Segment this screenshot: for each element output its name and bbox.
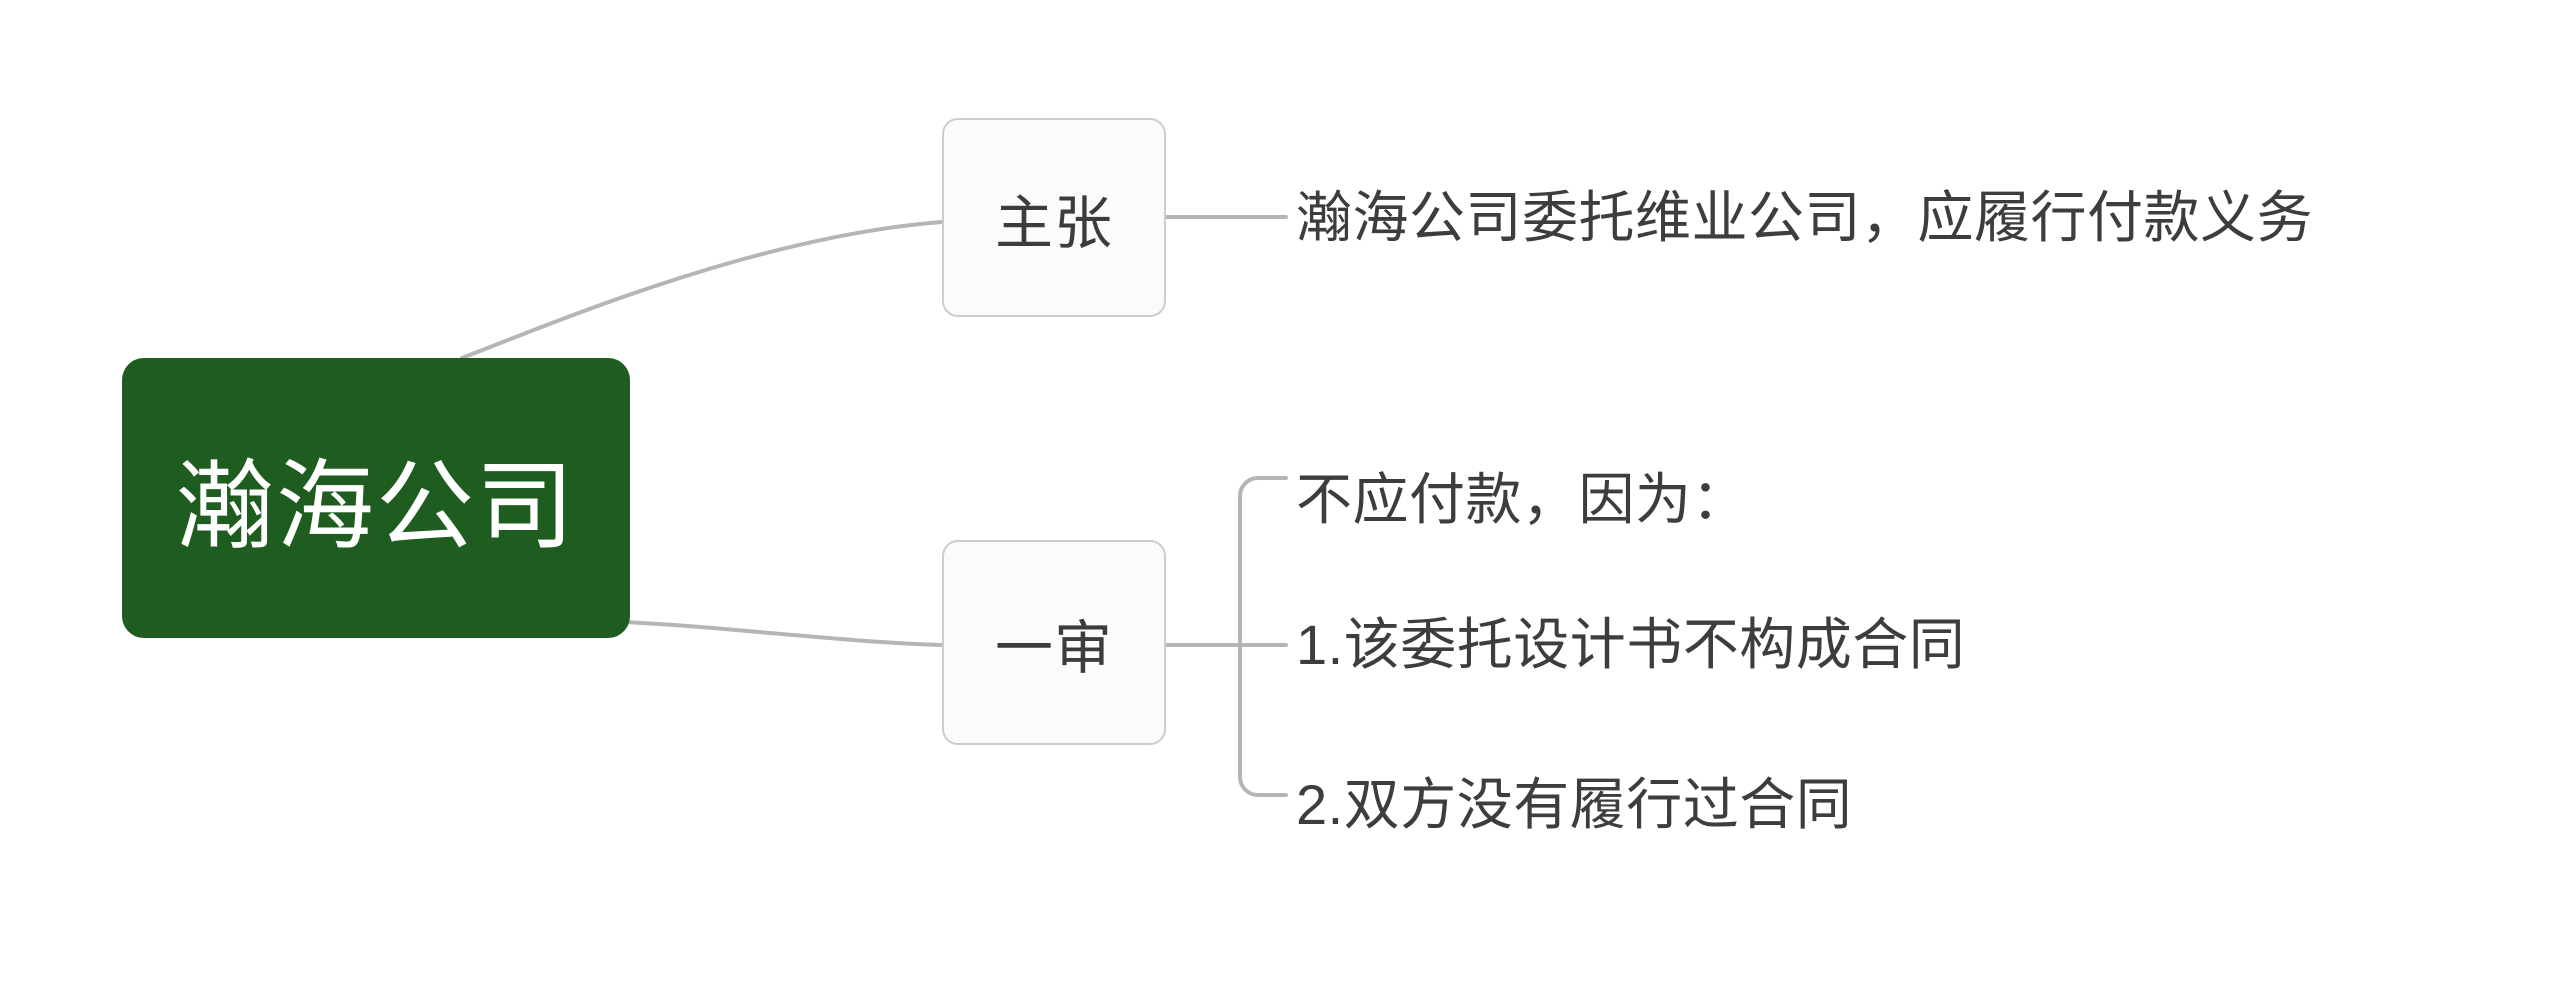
leaf-label-reason-1[interactable]: 1.该委托设计书不构成合同 xyxy=(1296,613,1966,676)
connector-bracket-top xyxy=(1238,476,1288,647)
leaf-label-reason-2[interactable]: 2.双方没有履行过合同 xyxy=(1296,773,1853,836)
root-node-hanhai-company[interactable]: 瀚海公司 xyxy=(122,358,630,638)
topic-node-yishen-label: 一审 xyxy=(994,615,1113,681)
connector-root-to-yishen xyxy=(620,620,944,647)
topic-node-zhuzhang-label: 主张 xyxy=(994,190,1113,256)
topic-node-zhuzhang[interactable]: 主张 xyxy=(942,118,1166,317)
leaf-label-claim[interactable]: 瀚海公司委托维业公司，应履行付款义务 xyxy=(1296,186,2313,249)
leaf-label-reason-intro[interactable]: 不应付款，因为： xyxy=(1296,468,1748,531)
connector-bracket-bottom xyxy=(1238,643,1288,797)
topic-node-yishen[interactable]: 一审 xyxy=(942,540,1166,745)
root-node-label: 瀚海公司 xyxy=(175,451,576,561)
connector-root-to-zhuzhang xyxy=(460,220,944,360)
